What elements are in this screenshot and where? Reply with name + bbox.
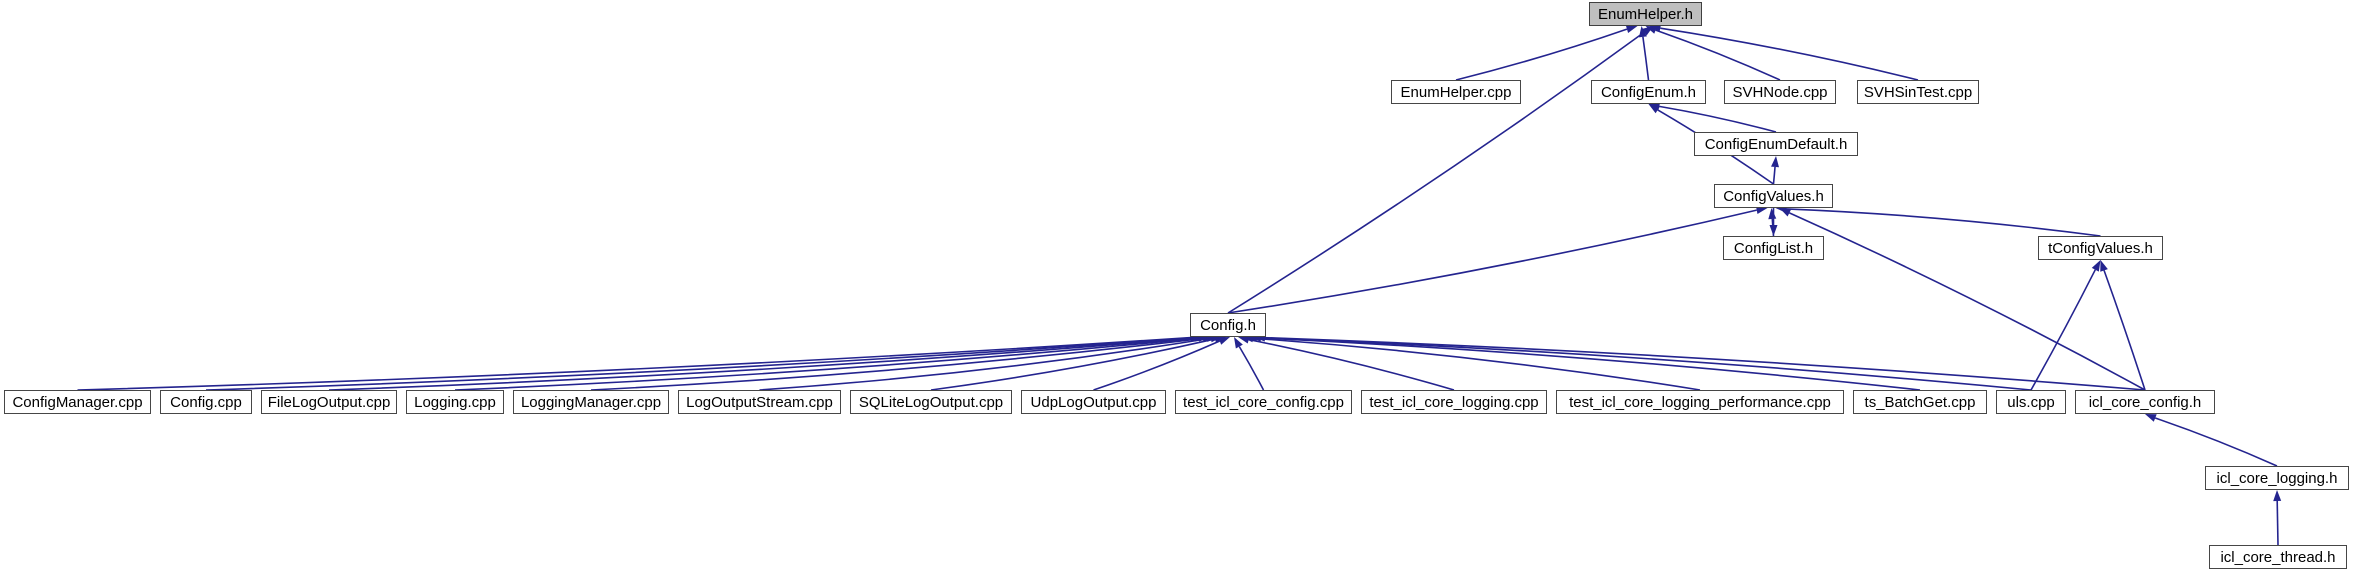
graph-edge-udplogoutput-cpp-to-config-h [1093, 340, 1221, 391]
graph-node-label: tConfigValues.h [2048, 239, 2153, 257]
graph-edge-test-icl-core-logging-cpp-to-config-h [1248, 338, 1455, 391]
graph-node-label: EnumHelper.h [1597, 5, 1694, 23]
graph-edge-icl-core-thread-h-to-icl-core-logging-h [2276, 500, 2279, 546]
graph-edge-logging-cpp-to-config-h [454, 336, 1204, 391]
graph-node-configlist-h[interactable]: ConfigList.h [1723, 236, 1824, 260]
graph-edge-loggingmanager-cpp-to-config-h [590, 337, 1208, 391]
graph-node-label: icl_core_thread.h [2220, 548, 2336, 566]
graph-node-label: test_icl_core_config.cpp [1183, 393, 1344, 411]
graph-edge-icl-core-logging-h-to-icl-core-config-h [2154, 417, 2278, 467]
graph-node-label: uls.cpp [2007, 393, 2055, 411]
graph-node-test-icl-core-logging-cpp[interactable]: test_icl_core_logging.cpp [1361, 390, 1547, 414]
graph-edge-configenum-h-to-enumhelper-h [1642, 36, 1650, 81]
graph-node-label: EnumHelper.cpp [1400, 83, 1512, 101]
graph-node-label: FileLogOutput.cpp [267, 393, 391, 411]
graph-node-label: ConfigList.h [1733, 239, 1814, 257]
graph-node-configenum-h[interactable]: ConfigEnum.h [1591, 80, 1706, 104]
graph-node-loggingmanager-cpp[interactable]: LoggingManager.cpp [513, 390, 669, 414]
graph-edge-sqlitelogoutput-cpp-to-config-h [930, 338, 1216, 391]
graph-edge-config-cpp-to-config-h [205, 336, 1196, 391]
graph-edge-svhsintest-cpp-to-enumhelper-h [1660, 27, 1919, 81]
graph-node-label: SVHNode.cpp [1732, 83, 1828, 101]
graph-edge-arrowhead-icon [2273, 490, 2282, 502]
graph-node-label: Config.cpp [170, 393, 242, 411]
graph-node-label: test_icl_core_logging.cpp [1369, 393, 1539, 411]
graph-edge-ts-batchget-cpp-to-config-h [1256, 337, 1921, 391]
graph-node-config-cpp[interactable]: Config.cpp [160, 390, 252, 414]
graph-node-svhsintest-cpp[interactable]: SVHSinTest.cpp [1857, 80, 1979, 104]
graph-node-label: SVHSinTest.cpp [1863, 83, 1973, 101]
graph-node-label: icl_core_logging.h [2216, 469, 2338, 487]
graph-node-enumhelper-cpp[interactable]: EnumHelper.cpp [1391, 80, 1521, 104]
graph-edge-arrowhead-icon [1649, 24, 1662, 33]
graph-node-enumhelper-h[interactable]: EnumHelper.h [1589, 2, 1702, 26]
graph-edge-logoutputstream-cpp-to-config-h [759, 337, 1212, 391]
graph-edge-arrowhead-icon [1755, 206, 1768, 215]
graph-node-label: ConfigEnum.h [1600, 83, 1697, 101]
graph-edge-arrowhead-icon [1642, 26, 1654, 36]
graph-edge-arrowhead-icon [1768, 208, 1777, 220]
graph-node-ts-batchget-cpp[interactable]: ts_BatchGet.cpp [1853, 390, 1987, 414]
graph-edge-tconfigvalues-h-to-configvalues-h [1786, 208, 2101, 237]
graph-edge-test-icl-core-config-cpp-to-config-h [1238, 346, 1265, 391]
graph-node-icl-core-logging-h[interactable]: icl_core_logging.h [2205, 466, 2349, 490]
graph-edge-arrowhead-icon [1234, 337, 1243, 349]
graph-node-test-icl-core-logging-performance-cpp[interactable]: test_icl_core_logging_performance.cpp [1556, 390, 1844, 414]
graph-edge-arrowhead-icon [2091, 260, 2101, 272]
graph-edge-icl-core-config-h-to-config-h [1264, 336, 2146, 391]
graph-node-configmanager-cpp[interactable]: ConfigManager.cpp [4, 390, 151, 414]
graph-node-configvalues-h[interactable]: ConfigValues.h [1714, 184, 1833, 208]
graph-node-logoutputstream-cpp[interactable]: LogOutputStream.cpp [678, 390, 841, 414]
graph-edge-arrowhead-icon [2145, 414, 2157, 422]
graph-edge-config-h-to-configvalues-h [1227, 209, 1757, 314]
graph-node-label: icl_core_config.h [2088, 393, 2202, 411]
graph-node-label: test_icl_core_logging_performance.cpp [1569, 393, 1831, 411]
graph-edge-enumhelper-cpp-to-enumhelper-h [1455, 28, 1628, 81]
graph-node-label: Logging.cpp [414, 393, 496, 411]
graph-node-icl-core-config-h[interactable]: icl_core_config.h [2075, 390, 2215, 414]
graph-edge-test-icl-core-logging-performance-cpp-to-config-h [1252, 337, 1701, 391]
graph-edge-svhnode-cpp-to-enumhelper-h [1655, 29, 1781, 81]
graph-edge-arrowhead-icon [1779, 208, 1792, 217]
graph-node-filelogoutput-cpp[interactable]: FileLogOutput.cpp [261, 390, 397, 414]
graph-edge-arrowhead-icon [1769, 225, 1778, 236]
graph-node-label: LogOutputStream.cpp [686, 393, 833, 411]
graph-edge-configenumdefault-h-to-configenum-h [1659, 105, 1777, 133]
graph-node-label: UdpLogOutput.cpp [1030, 393, 1157, 411]
graph-edge-arrowhead-icon [2100, 260, 2108, 272]
graph-edge-configvalues-h-to-configenumdefault-h [1772, 166, 1776, 185]
graph-edge-icl-core-config-h-to-tconfigvalues-h [2103, 270, 2146, 391]
graph-node-label: ts_BatchGet.cpp [1864, 393, 1976, 411]
graph-node-test-icl-core-config-cpp[interactable]: test_icl_core_config.cpp [1175, 390, 1352, 414]
graph-edge-config-h-to-enumhelper-h [1227, 31, 1645, 314]
graph-node-label: Config.h [1200, 316, 1256, 334]
graph-edge-arrowhead-icon [1771, 156, 1780, 168]
graph-edge-uls-cpp-to-config-h [1260, 336, 2032, 391]
graph-node-label: LoggingManager.cpp [520, 393, 662, 411]
graph-edge-uls-cpp-to-tconfigvalues-h [2030, 269, 2097, 391]
graph-edge-filelogoutput-cpp-to-config-h [328, 336, 1200, 391]
graph-node-udplogoutput-cpp[interactable]: UdpLogOutput.cpp [1021, 390, 1166, 414]
graph-node-icl-core-thread-h[interactable]: icl_core_thread.h [2209, 545, 2347, 569]
graph-node-logging-cpp[interactable]: Logging.cpp [406, 390, 504, 414]
graph-node-svhnode-cpp[interactable]: SVHNode.cpp [1724, 80, 1836, 104]
graph-node-label: ConfigManager.cpp [12, 393, 143, 411]
graph-edge-arrowhead-icon [1648, 104, 1660, 114]
graph-node-config-h[interactable]: Config.h [1190, 313, 1266, 337]
graph-edge-arrowhead-icon [1625, 25, 1638, 33]
graph-node-label: ConfigValues.h [1723, 187, 1824, 205]
graph-node-uls-cpp[interactable]: uls.cpp [1996, 390, 2066, 414]
graph-node-tconfigvalues-h[interactable]: tConfigValues.h [2038, 236, 2163, 260]
graph-edge-arrowhead-icon [1218, 337, 1230, 345]
graph-node-sqlitelogoutput-cpp[interactable]: SQLiteLogOutput.cpp [850, 390, 1012, 414]
graph-node-configenumdefault-h[interactable]: ConfigEnumDefault.h [1694, 132, 1858, 156]
graph-edge-configmanager-cpp-to-config-h [77, 336, 1192, 391]
graph-node-label: SQLiteLogOutput.cpp [858, 393, 1004, 411]
graph-edge-icl-core-config-h-to-configvalues-h [1789, 212, 2146, 391]
graph-node-label: ConfigEnumDefault.h [1704, 135, 1848, 153]
